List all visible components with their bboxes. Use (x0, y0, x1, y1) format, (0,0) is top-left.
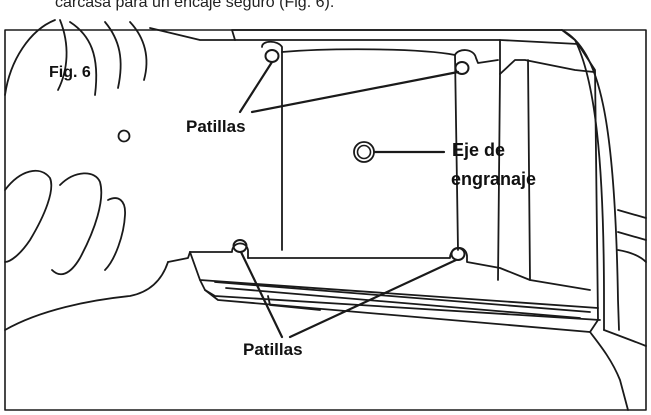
leader-tabs-top-left (238, 60, 274, 114)
caption-text: carcasa para un encaje seguro (Fig. 6). (55, 0, 335, 11)
tab-pins (232, 49, 470, 261)
tab-pin-bottom-left (232, 239, 248, 253)
callout-gear-axis-line2: engranaje (451, 169, 537, 189)
leader-tabs-bottom-left (239, 250, 284, 339)
inner-plate (281, 51, 459, 251)
callout-tabs-bottom: Patillas (243, 340, 303, 359)
figure-border (4, 29, 647, 411)
housing-side-cover (497, 29, 647, 411)
leader-tabs-bottom-right (288, 258, 458, 339)
housing-bottom-rail (189, 242, 601, 333)
body-hole (117, 129, 131, 143)
tool-body (4, 19, 236, 331)
tab-pin-top-left (264, 49, 280, 63)
figure-label: Fig. 6 (49, 64, 91, 81)
tab-pin-bottom-right (450, 247, 466, 261)
tab-pin-top-right (454, 61, 470, 75)
gear-axis (353, 141, 375, 163)
housing-top-rail (231, 29, 579, 75)
leader-lines (238, 60, 460, 339)
callout-gear-axis-line1: Eje de (452, 140, 506, 160)
leader-tabs-top-right (250, 70, 460, 114)
callout-tabs-top: Patillas (186, 117, 246, 136)
